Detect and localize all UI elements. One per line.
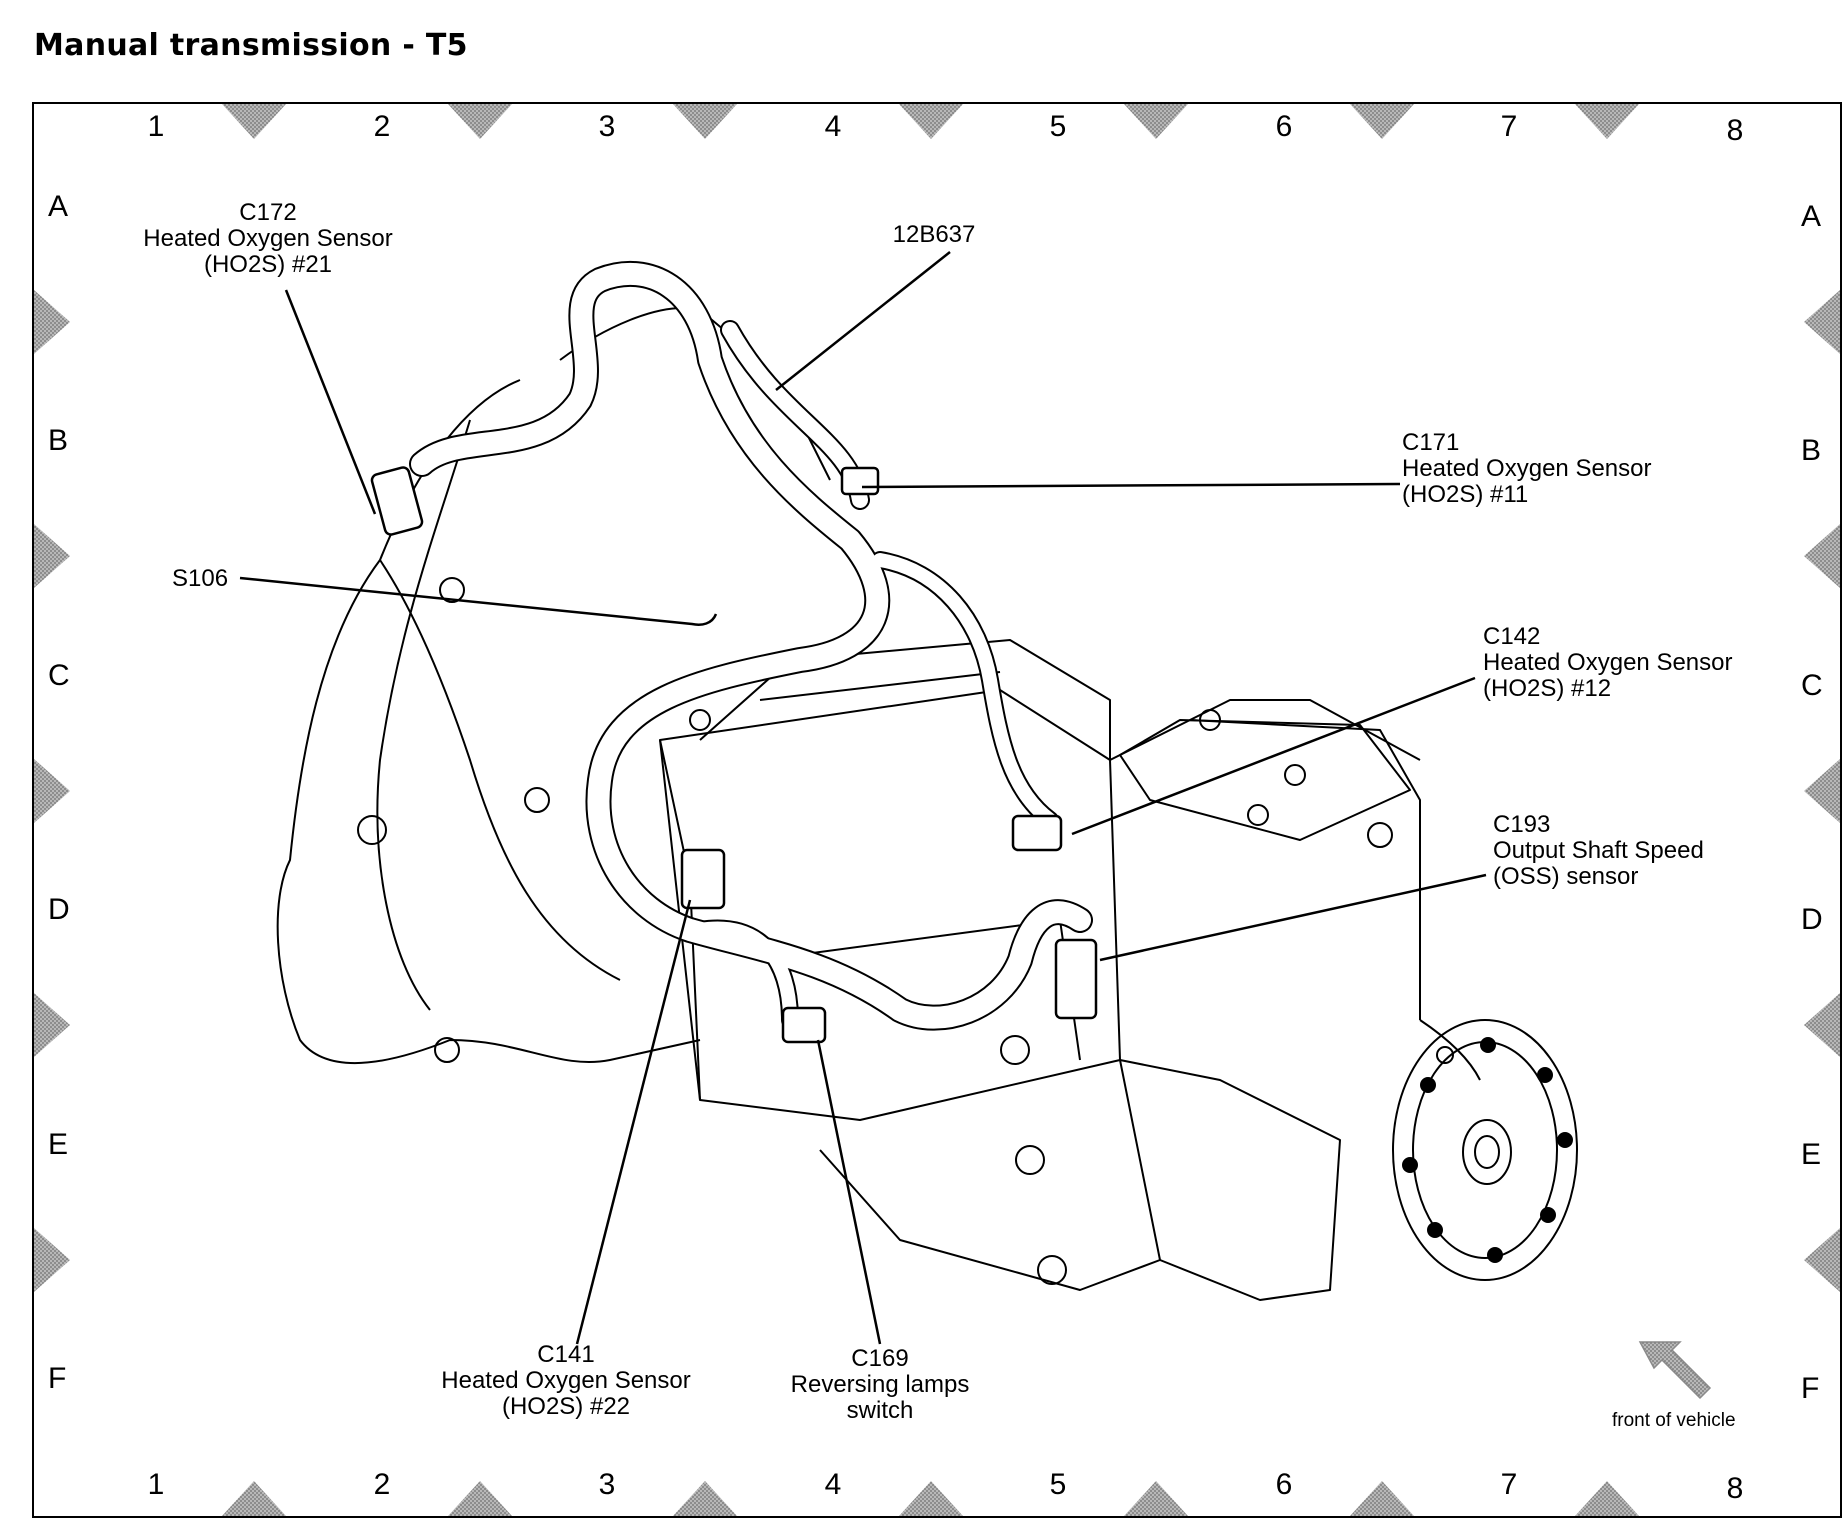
callout-line: (OSS) sensor — [1493, 863, 1639, 890]
grid-markers-bottom — [222, 1481, 1639, 1516]
callout-line: Heated Oxygen Sensor — [143, 225, 393, 252]
callout-id: C169 — [851, 1345, 909, 1372]
row-label: B — [48, 424, 69, 457]
callout-line: (HO2S) #12 — [1483, 675, 1612, 702]
callout-c193: C193 Output Shaft Speed (OSS) sensor — [1493, 812, 1704, 890]
col-label: 5 — [1049, 110, 1067, 143]
callout-line: Heated Oxygen Sensor — [441, 1367, 691, 1394]
front-arrow-icon — [1638, 1341, 1712, 1400]
grid-markers-top — [222, 104, 1639, 139]
col-label: 1 — [147, 110, 165, 143]
diagram-frame — [32, 102, 1842, 1518]
col-label: 8 — [1726, 114, 1744, 147]
col-label: 7 — [1500, 110, 1518, 143]
col-label: 2 — [373, 110, 391, 143]
connectors — [370, 466, 1098, 1044]
callout-id: C172 — [239, 199, 297, 226]
grid-markers-right — [1804, 290, 1840, 1292]
col-label: 8 — [1726, 1472, 1744, 1505]
callout-c171: C171 Heated Oxygen Sensor (HO2S) #11 — [1402, 430, 1651, 508]
page-title: Manual transmission - T5 — [34, 28, 468, 63]
callout-c142: C142 Heated Oxygen Sensor (HO2S) #12 — [1483, 624, 1732, 702]
callout-s106: S106 — [172, 566, 228, 592]
row-label: E — [48, 1128, 69, 1161]
row-label: B — [1801, 434, 1822, 467]
row-label: C — [1801, 669, 1823, 702]
callout-line: (HO2S) #11 — [1402, 481, 1529, 508]
callout-id: 12B637 — [892, 221, 976, 248]
col-label: 3 — [598, 1468, 616, 1501]
callout-line: Heated Oxygen Sensor — [1483, 649, 1733, 676]
row-label: A — [48, 190, 69, 223]
callout-line: Output Shaft Speed — [1493, 837, 1704, 864]
col-label: 5 — [1049, 1468, 1067, 1501]
front-of-vehicle-label: front of vehicle — [1612, 1410, 1736, 1431]
grid-markers-left — [34, 290, 70, 1292]
callout-id: C142 — [1483, 623, 1541, 650]
row-label: D — [1801, 903, 1823, 936]
callout-c169: C169 Reversing lamps switch — [791, 1346, 970, 1424]
col-label: 3 — [598, 110, 616, 143]
flange-bolts — [1402, 1037, 1573, 1263]
callout-c141: C141 Heated Oxygen Sensor (HO2S) #22 — [441, 1342, 690, 1420]
callout-id: S106 — [172, 565, 229, 592]
callout-line: Reversing lamps — [790, 1371, 970, 1398]
col-label: 2 — [373, 1468, 391, 1501]
col-label: 4 — [824, 110, 842, 143]
row-label: D — [48, 893, 70, 926]
callout-id: C171 — [1402, 429, 1460, 456]
row-label: F — [48, 1362, 67, 1395]
col-label: 4 — [824, 1468, 842, 1501]
callout-id: C193 — [1493, 811, 1551, 838]
col-label: 1 — [147, 1468, 165, 1501]
callout-line: switch — [846, 1397, 914, 1424]
callout-c172: C172 Heated Oxygen Sensor (HO2S) #21 — [143, 200, 392, 278]
callout-line: (HO2S) #21 — [203, 251, 333, 278]
callout-line: (HO2S) #22 — [501, 1393, 631, 1420]
col-label: 6 — [1275, 110, 1293, 143]
row-label: E — [1801, 1138, 1822, 1171]
row-label: C — [48, 659, 70, 692]
col-label: 7 — [1500, 1468, 1518, 1501]
leader-lines — [239, 251, 1487, 1345]
row-label: A — [1801, 200, 1822, 233]
callout-line: Heated Oxygen Sensor — [1402, 455, 1652, 482]
callout-id: C141 — [537, 1341, 595, 1368]
callout-12b637: 12B637 — [893, 222, 976, 248]
wiring-harness-core — [411, 262, 1091, 1029]
col-label: 6 — [1275, 1468, 1293, 1501]
row-label: F — [1801, 1372, 1820, 1405]
